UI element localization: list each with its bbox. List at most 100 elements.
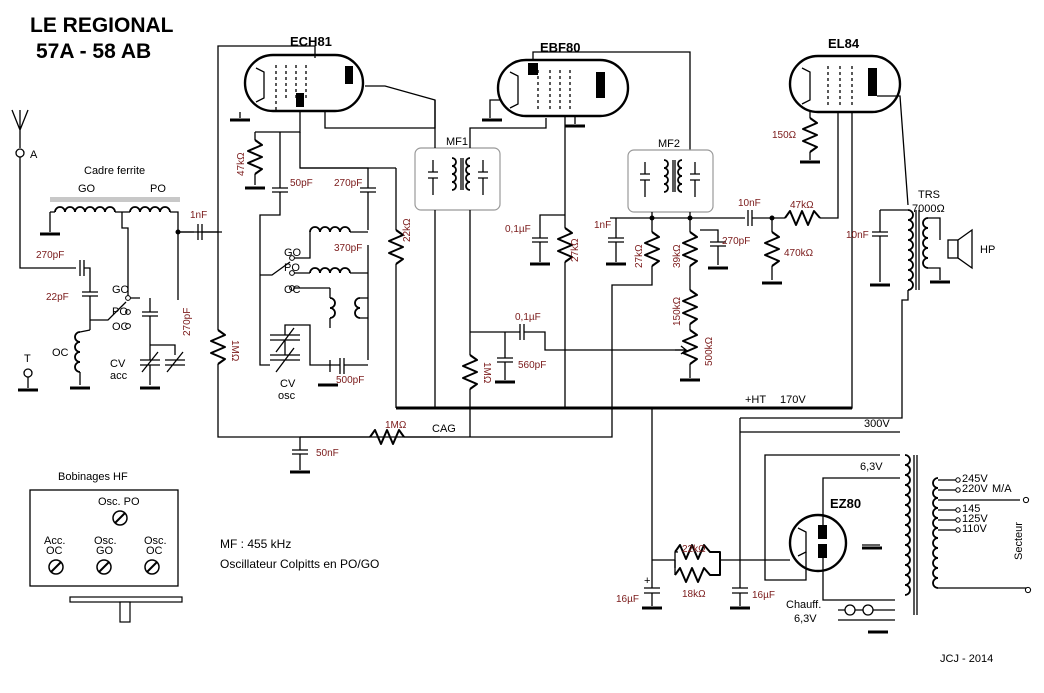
- res-39k: 39kΩ: [672, 244, 683, 268]
- cag-label: CAG: [432, 423, 456, 435]
- speaker-icon: [947, 228, 973, 270]
- svg-text:+: +: [644, 575, 650, 587]
- tube-el84-label: EL84: [828, 36, 860, 51]
- cap-500pf: 500pF: [336, 375, 364, 386]
- res-150k: 150kΩ: [672, 296, 683, 326]
- output-transformer: [740, 209, 929, 419]
- ht-value: 170V: [780, 394, 806, 406]
- res-22k-filter: 22kΩ: [682, 544, 706, 555]
- frame-coil-po: [129, 206, 171, 213]
- tube-ebf80-label: EBF80: [540, 40, 580, 55]
- cap-560pf: 560pF: [518, 360, 546, 371]
- switch-acc-po: PO: [112, 306, 128, 318]
- coil-osc-po-label: Osc. PO: [98, 496, 140, 508]
- ma-switch-label: M/A: [992, 483, 1012, 495]
- cap-270pf-antenna: 270pF: [36, 250, 64, 261]
- schematic-title: LE REGIONAL: [30, 14, 174, 37]
- terminal-t-label: T: [24, 353, 31, 365]
- mf2-transformer: [640, 159, 700, 197]
- cv-osc-label-1: CV: [280, 378, 296, 390]
- oc-coil-label: OC: [52, 347, 69, 359]
- cap-270pf-acc: 270pF: [182, 308, 193, 336]
- mf1-transformer: [428, 157, 488, 195]
- res-27k-det: 27kΩ: [634, 244, 645, 268]
- cap-270pf-det: 270pF: [722, 236, 750, 247]
- coil-acc-oc-label-1: Acc.: [44, 535, 65, 547]
- cap-10nf-output: 10nF: [846, 230, 869, 241]
- cap-1nf-grid: 1nF: [190, 210, 207, 221]
- antenna-label-a: A: [30, 149, 38, 161]
- tube-ech81: [243, 53, 365, 113]
- mf2-shield: [627, 149, 714, 213]
- cv-acc-label-1: CV: [110, 358, 126, 370]
- cap-16uf-b: 16µF: [752, 590, 775, 601]
- note-oscillator: Oscillateur Colpitts en PO/GO: [220, 557, 379, 571]
- heater-label-1: Chauff.: [786, 599, 821, 611]
- res-22k: 22kΩ: [402, 218, 413, 242]
- tube-ez80: [788, 513, 848, 573]
- tube-ebf80: [496, 58, 630, 118]
- mf1-label: MF1: [446, 136, 468, 148]
- res-1m-grid: 1MΩ: [229, 340, 240, 362]
- cv-osc-label-2: osc: [278, 390, 296, 402]
- coil-osc-go-label-1: Osc.: [94, 535, 117, 547]
- pot-500k: 500kΩ: [704, 336, 715, 366]
- switch-osc-oc: OC: [284, 284, 301, 296]
- frame-coil-go: [54, 206, 116, 213]
- osc-coil-go: [309, 226, 351, 233]
- res-18k-filter: 18kΩ: [682, 589, 706, 600]
- antenna-symbol: [11, 109, 70, 269]
- res-470k: 470kΩ: [784, 248, 814, 259]
- ht-label: +HT: [745, 394, 766, 406]
- cap-1nf-det: 1nF: [594, 220, 611, 231]
- mf1-shield: [414, 147, 501, 211]
- cap-22pf: 22pF: [46, 292, 69, 303]
- cap-270pf-osc: 270pF: [334, 178, 362, 189]
- res-1m-cag-v: 1MΩ: [481, 362, 492, 384]
- tap-label: 220V: [962, 483, 988, 495]
- cap-01uf-det: 0,1µF: [515, 312, 541, 323]
- cap-50nf: 50nF: [316, 448, 339, 459]
- switch-osc-po: PO: [284, 262, 300, 274]
- coils-box: [29, 489, 179, 587]
- schematic-subtitle: 57A - 58 AB: [36, 40, 151, 63]
- res-27k-ebf: 27kΩ: [570, 238, 581, 262]
- tube-ez80-label: EZ80: [830, 496, 861, 511]
- oc-coil: [74, 331, 81, 373]
- osc-coil-oc: [329, 297, 336, 319]
- tube-ech81-label: ECH81: [290, 34, 332, 49]
- coils-box-title: Bobinages HF: [58, 471, 128, 483]
- cap-16uf-a: 16µF: [616, 594, 639, 605]
- tap-label: 145: [962, 503, 980, 515]
- tube-el84: [788, 54, 902, 114]
- res-47k-el84: 47kΩ: [790, 200, 814, 211]
- trs-impedance: 7000Ω: [912, 203, 945, 215]
- secteur-label: Secteur: [1013, 522, 1025, 560]
- frame-title: Cadre ferrite: [84, 165, 145, 177]
- switch-osc-go: GO: [284, 247, 302, 259]
- trs-label: TRS: [918, 189, 940, 201]
- speaker-label: HP: [980, 244, 995, 256]
- switch-acc-go: GO: [112, 284, 130, 296]
- cap-10nf-coupling: 10nF: [738, 198, 761, 209]
- shaft-knob: [119, 601, 131, 623]
- power-transformer: [904, 454, 939, 615]
- heater-label-2: 6,3V: [794, 613, 817, 625]
- pilot-lamp-icon: [844, 604, 856, 616]
- v63-top-label: 6,3V: [860, 461, 883, 473]
- credit: JCJ - 2014: [940, 653, 993, 665]
- coil-osc-oc-label-1: Osc.: [144, 535, 167, 547]
- ferrite-rod: [50, 197, 180, 202]
- res-47k-ech: 47kΩ: [236, 152, 247, 176]
- osc-coil-po: [309, 267, 351, 274]
- cap-370pf: 370pF: [334, 243, 362, 254]
- res-150-cathode: 150Ω: [772, 130, 797, 141]
- chassis-plate: [69, 596, 183, 603]
- tap-label: 245V: [962, 473, 988, 485]
- switch-acc-oc: OC: [112, 321, 129, 333]
- pilot-lamp-icon: [862, 604, 874, 616]
- cap-50pf-ech: 50pF: [290, 178, 313, 189]
- band-switch-acc: [90, 295, 131, 329]
- frame-label-po: PO: [150, 183, 166, 195]
